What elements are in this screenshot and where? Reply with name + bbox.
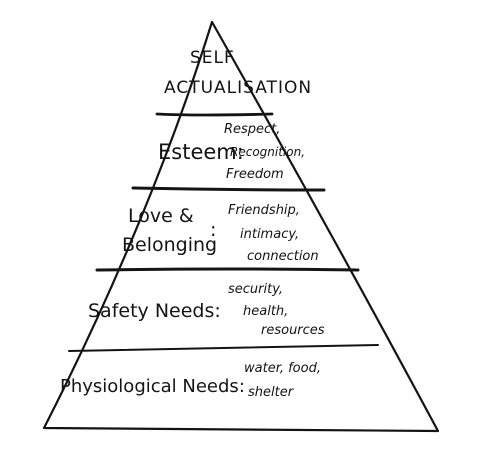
level-1-name-line-2: ACTUALISATION: [164, 78, 313, 98]
level-3-detail-1: Friendship,: [228, 203, 300, 218]
divider-safety-top: [95, 267, 360, 272]
level-5-detail-2: shelter: [248, 385, 294, 400]
level-4-detail-1: security,: [228, 282, 284, 297]
level-3-detail-2: intimacy,: [240, 227, 300, 242]
level-2-detail-3: Freedom: [226, 167, 284, 182]
level-4-name: Safety Needs:: [88, 300, 221, 322]
level-2-detail-1: Respect,: [224, 122, 281, 137]
level-3-separator: :: [210, 219, 217, 241]
level-3-name-line-2: Belonging: [122, 234, 218, 256]
level-3-name-line-1: Love &: [128, 205, 194, 227]
level-5-name: Physiological Needs:: [60, 376, 245, 397]
level-5-detail-1: water, food,: [244, 361, 321, 376]
level-2-name: Esteem:: [158, 140, 244, 164]
level-4-detail-3: resources: [261, 323, 325, 338]
pyramid-outline: [42, 20, 440, 433]
divider-love-top: [131, 186, 326, 192]
level-1-name-line-1: SELF: [190, 48, 235, 68]
level-2-detail-2: Recognition,: [230, 145, 306, 159]
divider-physiological-top: [68, 344, 379, 352]
level-4-detail-2: health,: [243, 304, 289, 319]
divider-esteem-top: [155, 112, 274, 117]
level-3-detail-3: connection: [247, 249, 319, 264]
